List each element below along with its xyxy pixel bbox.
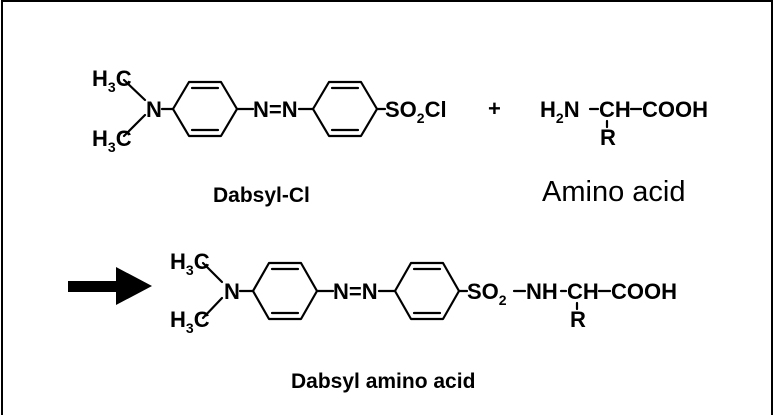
benzene-ring-2 [311, 80, 379, 138]
benzene-ring-1 [171, 80, 239, 138]
amino-group: H2N [540, 97, 580, 126]
product-benzene-ring-1 [251, 261, 319, 321]
side-chain-r: R [600, 125, 616, 150]
product-dimethylamino-n: N [224, 279, 240, 304]
dabsyl-cl-structure: H3C H3C N N=N SO2Cl [92, 66, 447, 155]
plus-sign: + [488, 96, 501, 121]
product-methyl-group-top: H3C [170, 249, 210, 278]
product-carboxyl-group: COOH [611, 279, 677, 304]
dabsyl-amino-acid-structure: H3C H3C N N=N SO2 NH CH COOH R [170, 249, 677, 336]
product-benzene-ring-2 [393, 261, 461, 321]
product-methyl-group-bottom: H3C [170, 307, 210, 336]
dabsyl-amino-acid-caption: Dabsyl amino acid [291, 370, 475, 393]
product-alpha-carbon: CH [567, 279, 599, 304]
dimethylamino-n: N [146, 97, 162, 122]
bond-methyl-n-bottom [122, 113, 147, 138]
product-azo-group: N=N [333, 279, 378, 304]
product-nh-group: NH [526, 279, 558, 304]
bond-methyl-n-top [122, 78, 147, 102]
product-sulfonyl-group: SO2 [467, 279, 507, 308]
sulfonyl-chloride-group: SO2Cl [385, 97, 447, 126]
dabsyl-cl-caption: Dabsyl-Cl [213, 184, 310, 207]
product-bond-methyl-n-bottom [201, 296, 224, 320]
reaction-arrow [68, 267, 152, 305]
amino-acid-structure: H2N CH COOH R [540, 97, 708, 150]
methyl-group-bottom: H3C [92, 126, 132, 155]
amino-acid-caption: Amino acid [542, 176, 685, 208]
azo-group: N=N [253, 97, 298, 122]
alpha-carbon: CH [599, 97, 631, 122]
carboxyl-group: COOH [642, 97, 708, 122]
product-side-chain-r: R [570, 307, 586, 332]
product-bond-methyl-n-top [201, 261, 224, 284]
